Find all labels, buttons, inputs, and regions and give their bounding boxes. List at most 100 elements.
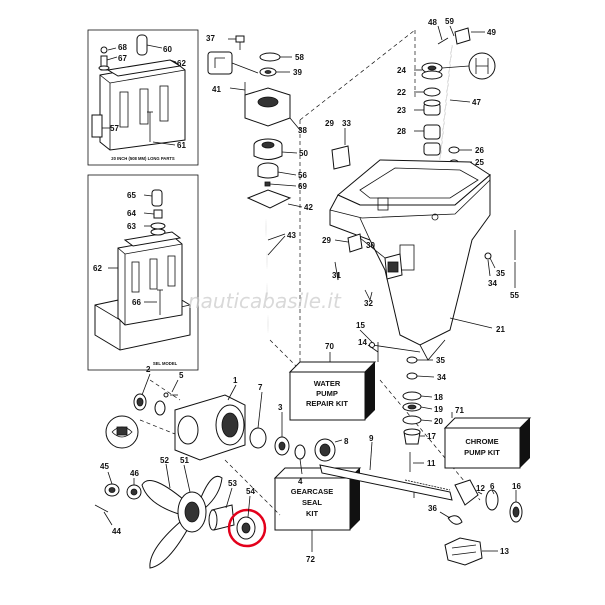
propeller-blade [149, 521, 191, 569]
callout-31: 31 [332, 271, 341, 280]
callout-25: 25 [475, 158, 484, 167]
callout-58: 58 [295, 53, 304, 62]
callout-13: 13 [500, 547, 509, 556]
callout-12: 12 [476, 484, 485, 493]
callout-55: 55 [510, 291, 519, 300]
callout-47: 47 [472, 98, 481, 107]
callout-62: 62 [177, 59, 186, 68]
callout-38: 38 [298, 126, 307, 135]
callout-54: 54 [246, 487, 255, 496]
inset-top: 68 60 67 62 57 61 20 INCH (508 MM) LONG … [87, 29, 199, 166]
inset-top-housing [99, 61, 186, 151]
callout-22: 22 [397, 88, 406, 97]
callout-59: 59 [445, 17, 454, 26]
callout-53: 53 [228, 479, 237, 488]
callout-29: 29 [325, 119, 334, 128]
callout-61: 61 [177, 141, 186, 150]
callout-52: 52 [160, 456, 169, 465]
callout-28: 28 [397, 127, 406, 136]
callout-39: 39 [293, 68, 302, 77]
callout-5: 5 [179, 371, 184, 380]
callout-35: 35 [496, 269, 505, 278]
callout-45: 45 [100, 462, 109, 471]
callout-7: 7 [258, 383, 263, 392]
callout-42: 42 [304, 203, 313, 212]
callout-57: 57 [110, 124, 119, 133]
callout-1: 1 [233, 376, 238, 385]
kit-line: CHROME [465, 437, 498, 446]
gearcase-seal-kit: GEARCASE SEAL KIT 72 [273, 467, 362, 564]
kit-line: PUMP [316, 389, 338, 398]
callout-20: 20 [434, 417, 443, 426]
callout-44: 44 [112, 527, 121, 536]
kit-line: KIT [306, 509, 319, 518]
callout-15: 15 [356, 321, 365, 330]
callout-34: 34 [488, 279, 497, 288]
kit-line: WATER [314, 379, 341, 388]
propshaft-assembly: 2 5 1 7 3 4 8 9 12 6 16 36 13 [105, 365, 523, 566]
callout-33: 33 [342, 119, 351, 128]
highlight-ring-part-54 [227, 508, 267, 548]
callout-56: 56 [298, 171, 307, 180]
callout-14: 14 [358, 338, 367, 347]
kit-line: GEARCASE [291, 487, 334, 496]
kit-line: SEAL [302, 498, 322, 507]
callout-49: 49 [487, 28, 496, 37]
callout-72: 72 [306, 555, 315, 564]
callout-6: 6 [490, 482, 495, 491]
callout-69: 69 [298, 182, 307, 191]
callout-37: 37 [206, 34, 215, 43]
callout-21: 21 [496, 325, 505, 334]
callout-65: 65 [127, 191, 136, 200]
propeller-blade [141, 480, 191, 516]
watermark: nauticabasile.it [188, 289, 342, 313]
callout-48: 48 [428, 18, 437, 27]
callout-34: 34 [437, 373, 446, 382]
shift-rod-assembly: 48 59 49 24 22 47 23 28 26 25 27 [397, 17, 496, 180]
callout-50: 50 [299, 149, 308, 158]
kit-line: REPAIR KIT [306, 399, 348, 408]
callout-46: 46 [130, 469, 139, 478]
callout-26: 26 [475, 146, 484, 155]
callout-16: 16 [512, 482, 521, 491]
callout-11: 11 [427, 459, 436, 468]
callout-71: 71 [455, 406, 464, 415]
kit-line: PUMP KIT [464, 448, 500, 457]
callout-60: 60 [163, 45, 172, 54]
callout-23: 23 [397, 106, 406, 115]
callout-67: 67 [118, 54, 127, 63]
callout-32: 32 [364, 299, 373, 308]
callout-43: 43 [287, 231, 296, 240]
callout-8: 8 [344, 437, 349, 446]
callout-18: 18 [434, 393, 443, 402]
callout-66: 66 [132, 298, 141, 307]
callout-29: 29 [322, 236, 331, 245]
inset-bottom: 65 64 63 62 66 SEL MODEL [87, 174, 199, 371]
shift-linkage: 15 14 35 34 18 19 20 17 11 10 [356, 321, 446, 498]
callout-70: 70 [325, 342, 334, 351]
propeller-blade [199, 475, 223, 509]
callout-51: 51 [180, 456, 189, 465]
callout-30: 30 [366, 241, 375, 250]
callout-3: 3 [278, 403, 283, 412]
callout-4: 4 [298, 477, 303, 486]
chrome-pump-kit: CHROME PUMP KIT 71 [443, 406, 532, 469]
callout-9: 9 [369, 434, 374, 443]
callout-35: 35 [436, 356, 445, 365]
inset-top-caption: 20 INCH (508 MM) LONG PARTS [111, 156, 175, 161]
callout-41: 41 [212, 85, 221, 94]
callout-63: 63 [127, 222, 136, 231]
callout-24: 24 [397, 66, 406, 75]
callout-36: 36 [428, 504, 437, 513]
callout-19: 19 [434, 405, 443, 414]
inset-bottom-caption: SEL MODEL [153, 361, 178, 366]
callout-64: 64 [127, 209, 136, 218]
propeller-assembly: 45 46 52 51 53 54 44 [94, 456, 267, 569]
water-pump-repair-kit: WATER PUMP REPAIR KIT 70 [288, 342, 377, 421]
gearcase-housing: 33 29 29 30 31 32 35 34 55 21 [269, 29, 519, 501]
callout-17: 17 [427, 432, 436, 441]
callout-62: 62 [93, 264, 102, 273]
callout-2: 2 [146, 365, 151, 374]
callout-68: 68 [118, 43, 127, 52]
